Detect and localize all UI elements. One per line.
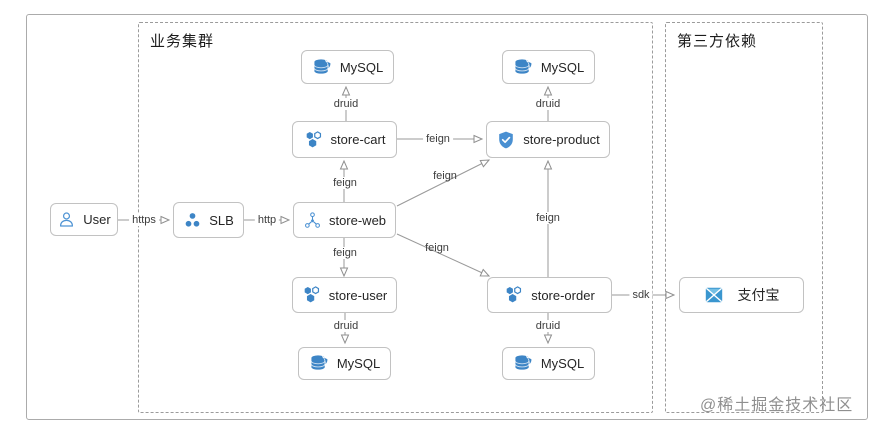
database-icon: [309, 354, 330, 373]
cluster-icon: [183, 211, 202, 230]
node-alipay: 支付宝: [679, 277, 804, 313]
shield-check-icon: [496, 130, 516, 150]
node-user: User: [50, 203, 118, 236]
node-mysql-order: MySQL: [502, 347, 595, 380]
edge-web-order: [396, 233, 491, 277]
edge-label-feign-cart-product: feign: [423, 133, 453, 145]
edge-label-feign-web-cart: feign: [330, 177, 360, 189]
node-store-user-label: store-user: [328, 287, 388, 303]
group-business-cluster-label: 业务集群: [150, 33, 215, 50]
node-mysql-user-label: MySQL: [336, 356, 381, 371]
node-store-user: store-user: [292, 277, 397, 313]
node-slb: SLB: [173, 202, 244, 238]
node-alipay-label: 支付宝: [737, 287, 780, 303]
node-mysql-product-label: MySQL: [540, 59, 585, 75]
edge-label-druid-product: druid: [532, 98, 564, 110]
node-store-cart: store-cart: [292, 121, 397, 158]
edge-label-feign-order-product: feign: [533, 212, 563, 224]
envelope-icon: [704, 285, 724, 305]
node-mysql-cart: MySQL: [301, 50, 394, 84]
group-third-party: 第三方依赖: [665, 22, 823, 413]
watermark: @稀土掘金技术社区: [700, 397, 854, 414]
database-icon: [513, 58, 534, 77]
hexagon-cluster-icon: [302, 285, 322, 305]
group-third-party-label: 第三方依赖: [677, 33, 758, 50]
edge-label-feign-web-user: feign: [330, 247, 360, 259]
edge-web-product: [396, 159, 491, 207]
node-store-cart-label: store-cart: [330, 132, 386, 147]
node-user-label: User: [83, 212, 111, 227]
database-icon: [513, 354, 534, 373]
hexagon-cluster-icon: [504, 285, 524, 305]
node-store-product-label: store-product: [523, 132, 600, 147]
node-store-web-label: store-web: [328, 212, 387, 228]
edge-label-https: https: [129, 214, 159, 226]
node-mysql-order-label: MySQL: [540, 356, 585, 371]
node-slb-label: SLB: [209, 212, 234, 228]
node-store-product: store-product: [486, 121, 610, 158]
edge-label-sdk: sdk: [629, 289, 653, 301]
user-icon: [57, 210, 76, 229]
node-mysql-product: MySQL: [502, 50, 595, 84]
edge-label-http: http: [254, 214, 280, 226]
diagram-outer-border: [26, 14, 868, 420]
node-mysql-user: MySQL: [298, 347, 391, 380]
edge-label-druid-cart: druid: [330, 98, 362, 110]
node-mysql-cart-label: MySQL: [339, 59, 384, 75]
node-store-order: store-order: [487, 277, 612, 313]
edge-label-feign-web-product: feign: [433, 170, 457, 182]
node-store-web: store-web: [293, 202, 396, 238]
database-icon: [312, 58, 333, 77]
edge-label-druid-user: druid: [330, 320, 362, 332]
edge-label-druid-order: druid: [532, 320, 564, 332]
molecule-icon: [303, 211, 322, 230]
edge-label-feign-web-order: feign: [425, 242, 449, 254]
node-store-order-label: store-order: [531, 287, 595, 303]
hexagon-cluster-icon: [304, 130, 324, 150]
